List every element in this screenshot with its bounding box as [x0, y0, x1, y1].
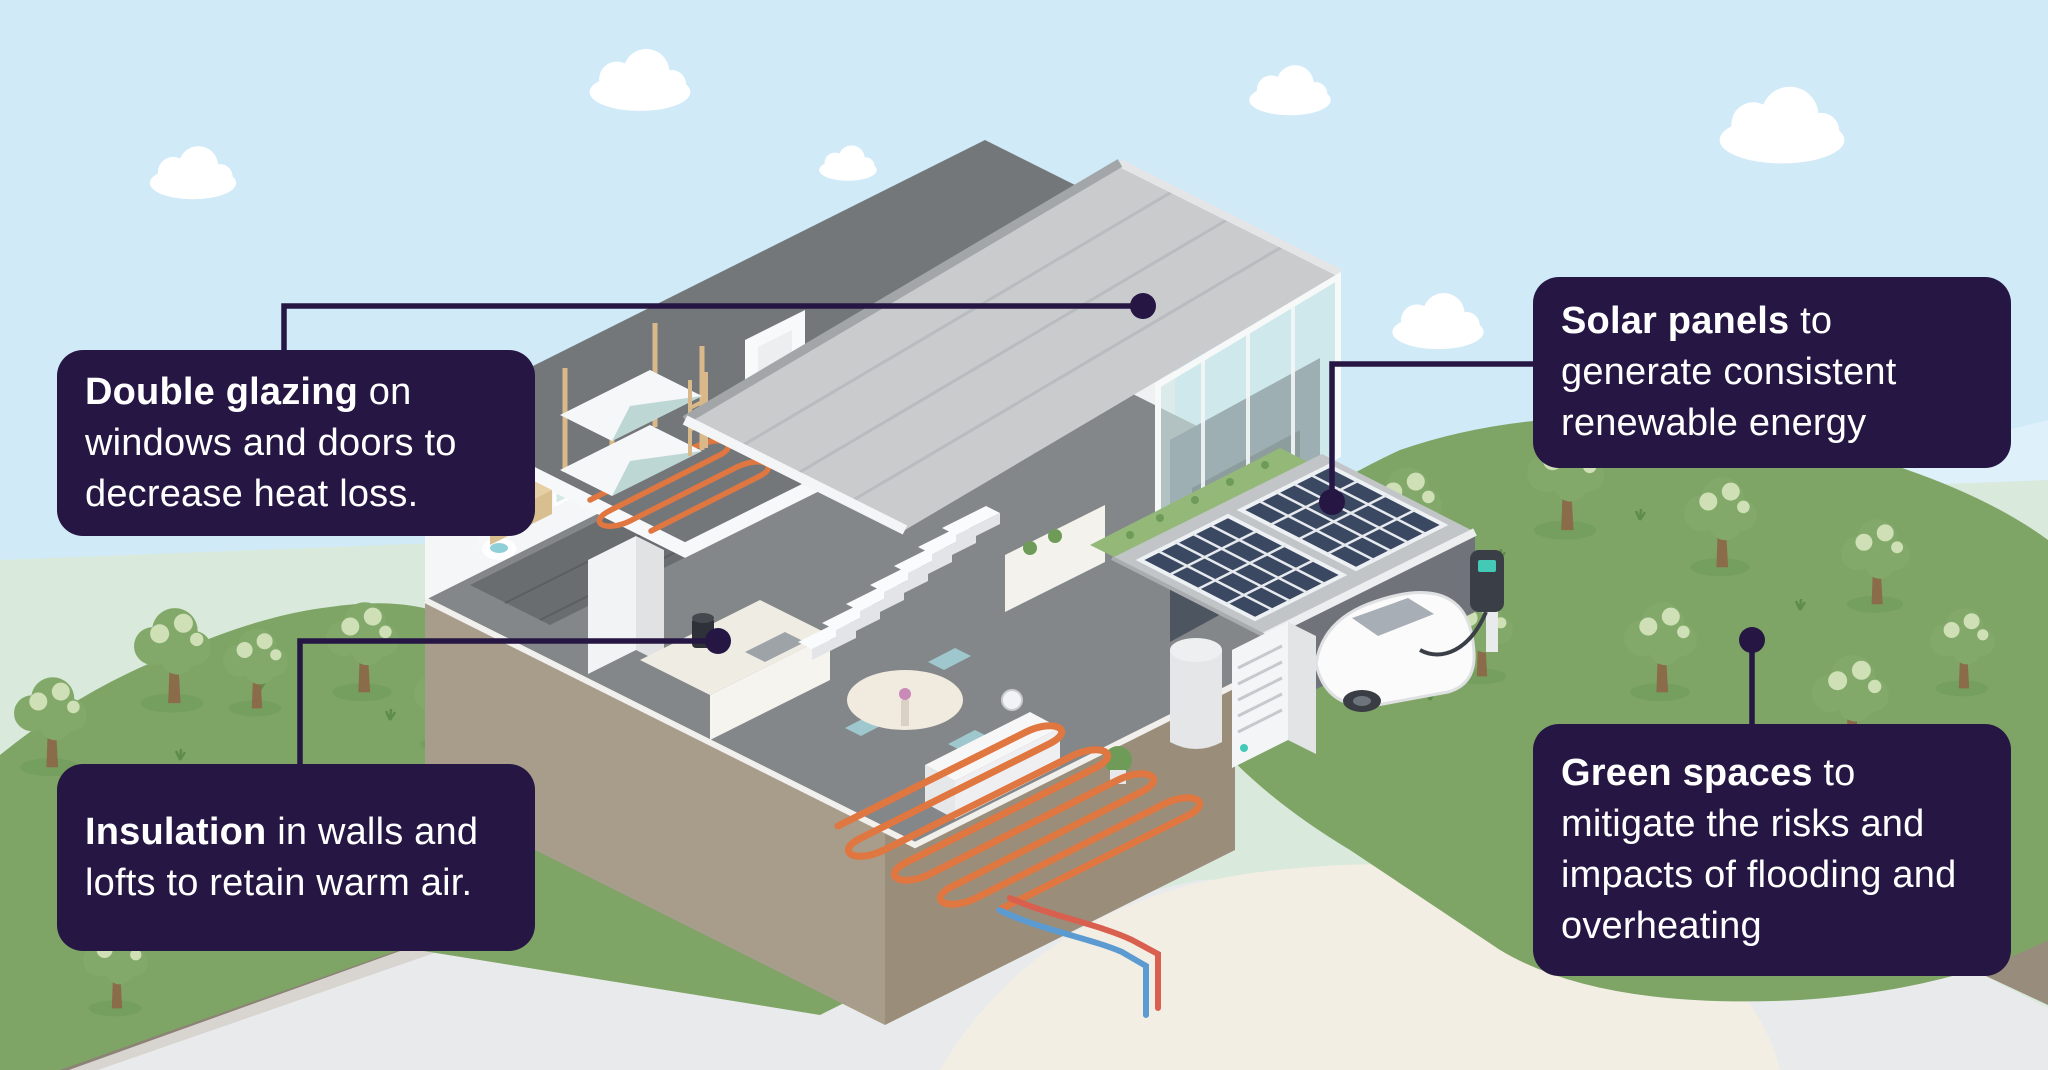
callout-rest: to mitigate the risks and impacts of flo…	[1561, 752, 1957, 947]
callout-insulation: Insulation in walls and lofts to retain …	[57, 764, 535, 951]
chair-icon	[928, 648, 971, 670]
connector-solar-panels	[1329, 361, 1534, 502]
connector-double-glazing	[281, 303, 1143, 351]
water-return-pipe	[996, 907, 1149, 1018]
callout-green-spaces: Green spaces to mitigate the risks and i…	[1533, 724, 2011, 976]
plant-room	[1170, 622, 1316, 768]
heat-pump-icon	[1232, 622, 1316, 768]
underfloor-heating-icon	[834, 722, 1204, 1018]
hot-water-tank-icon	[1170, 638, 1222, 749]
chair-icon	[948, 730, 991, 752]
plant-icon	[1048, 529, 1062, 543]
fridge-icon	[588, 536, 664, 674]
dining-table-icon	[847, 670, 963, 730]
connector-dot	[1739, 627, 1765, 653]
kitchen-counter-front	[710, 635, 830, 740]
robot-vacuum-icon	[1001, 689, 1023, 711]
callout-green-spaces-text: Green spaces to mitigate the risks and i…	[1561, 748, 1983, 952]
electric-car-icon	[1314, 591, 1476, 712]
connectors	[281, 303, 1755, 764]
callout-bold-lead: Double glazing	[85, 370, 359, 413]
plant-icon	[1023, 541, 1037, 555]
heating-flow-pipe	[1007, 895, 1161, 1011]
sideboard	[1005, 505, 1105, 612]
connector-dot	[1130, 293, 1156, 319]
house	[421, 140, 1504, 1018]
connector-dot	[705, 628, 731, 654]
bunk-bed-icon	[560, 323, 708, 496]
garage	[1111, 454, 1504, 712]
callout-bold-lead: Solar panels	[1561, 300, 1790, 342]
callout-insulation-text: Insulation in walls and lofts to retain …	[85, 807, 507, 909]
plant-icon	[1104, 746, 1132, 774]
solar-panel-icon	[1236, 463, 1449, 572]
roof-icon	[682, 159, 1342, 535]
callout-solar-panels-text: Solar panels to generate consistent rene…	[1561, 296, 1983, 449]
connector-dots	[705, 293, 1765, 654]
callout-double-glazing-text: Double glazing on windows and doors to d…	[85, 367, 507, 520]
callout-bold-lead: Insulation	[85, 810, 267, 853]
sink-icon	[745, 632, 805, 662]
callout-double-glazing: Double glazing on windows and doors to d…	[57, 350, 535, 536]
callout-bold-lead: Green spaces	[1561, 752, 1813, 794]
callout-rest: to generate consistent renewable energy	[1561, 300, 1897, 444]
connector-dot	[1319, 489, 1345, 515]
dining-area	[845, 648, 991, 752]
callout-rest: on windows and doors to decrease heat lo…	[85, 370, 457, 515]
callout-solar-panels: Solar panels to generate consistent rene…	[1533, 277, 2011, 468]
solar-panel-icon	[1135, 513, 1348, 622]
kitchen-counter	[640, 600, 830, 695]
connector-insulation	[297, 638, 718, 764]
charging-cable	[1419, 611, 1488, 657]
ev-charger-icon	[1419, 550, 1504, 657]
callout-rest: in walls and lofts to retain warm air.	[85, 810, 479, 904]
